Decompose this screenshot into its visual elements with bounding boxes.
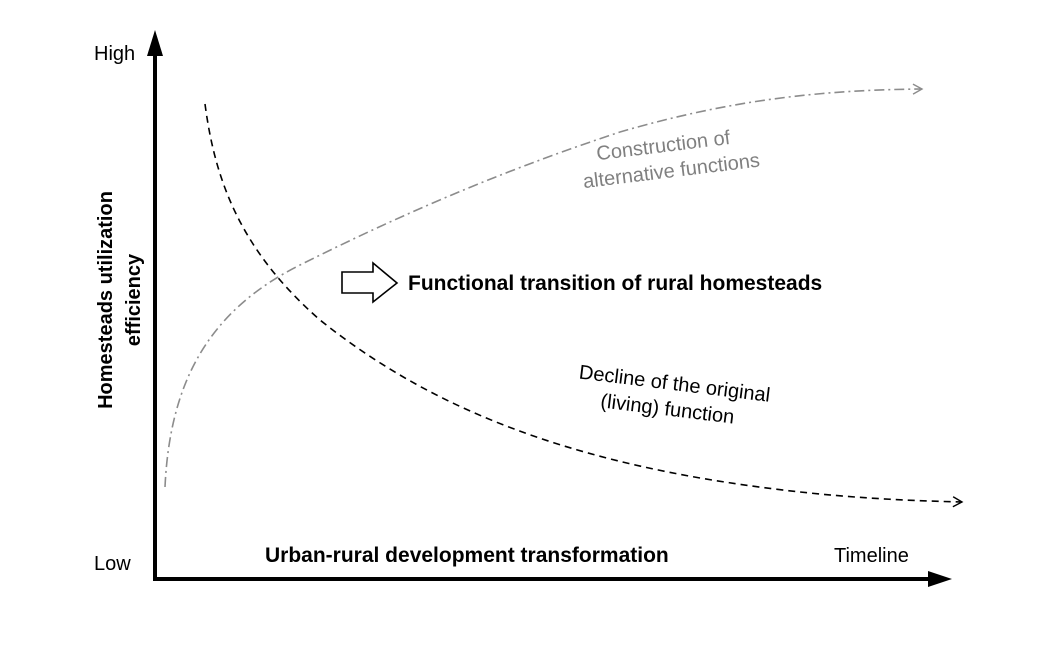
x-axis-title: Urban-rural development transformation — [265, 544, 669, 567]
y-axis-title: Homesteads utilization efficiency — [95, 191, 145, 409]
alternative-functions-curve — [164, 83, 924, 488]
y-axis-title-line2: efficiency — [123, 253, 145, 346]
y-axis — [147, 30, 163, 580]
y-low-label: Low — [94, 553, 131, 575]
y-high-label: High — [94, 43, 135, 65]
transition-arrow-icon — [341, 261, 399, 304]
decline-label: Decline of the original (living) functio… — [578, 362, 772, 429]
y-axis-title-line1: Homesteads utilization — [95, 191, 117, 409]
x-axis — [153, 571, 952, 587]
x-axis-end-label: Timeline — [834, 545, 909, 567]
decline-curve — [204, 103, 964, 508]
alternative-functions-label: Construction of alternative functions — [582, 127, 761, 193]
x-axis-arrowhead — [928, 571, 952, 587]
transition-label: Functional transition of rural homestead… — [408, 272, 822, 295]
y-axis-arrowhead — [147, 30, 163, 56]
